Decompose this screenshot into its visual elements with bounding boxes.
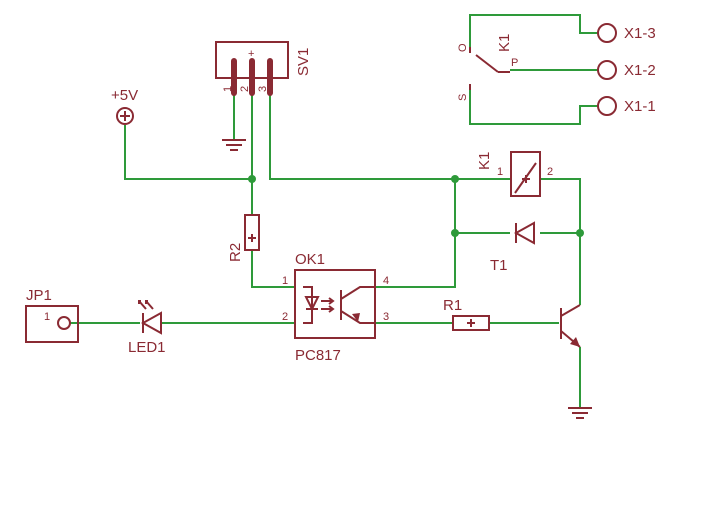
r2-plus-icon [248, 234, 256, 242]
k1-coil-plus-icon [522, 175, 530, 183]
jp1-label: JP1 [26, 287, 52, 304]
ok1-pin4-label: 4 [383, 275, 389, 287]
sv1-pin3-label: 3 [257, 86, 269, 92]
k1-contact-p-label: P [511, 57, 518, 69]
sv1-label: SV1 [295, 48, 312, 76]
ok1-body [294, 269, 376, 339]
jp1-body [25, 305, 79, 343]
pc817-label: PC817 [295, 347, 341, 364]
t1-label: T1 [490, 257, 508, 274]
wire-vcc [124, 125, 252, 180]
t1-emitter-arrow-icon [570, 337, 580, 347]
junctions [248, 175, 584, 237]
r1-label: R1 [443, 297, 462, 314]
k1-pin2-label: 2 [547, 166, 553, 178]
sv1-pin3-icon [267, 58, 273, 96]
wire-k1-s [469, 90, 598, 125]
relay-k1-coil: K1 1 2 [476, 151, 553, 197]
sv1-header: + 1 2 3 SV1 [215, 41, 312, 96]
diode-icon [513, 221, 535, 245]
sv1-plus-mark: + [248, 48, 254, 60]
x1-1-terminal-icon [597, 96, 617, 116]
ok1-phototransistor-icon [340, 286, 375, 324]
k1-pin1-label: 1 [497, 166, 503, 178]
transistor-t1: T1 [490, 257, 581, 348]
r1-plus-icon [467, 319, 475, 327]
vcc-label: +5V [111, 87, 138, 104]
x1-2-terminal-icon [597, 60, 617, 80]
wires [70, 14, 598, 408]
wire-sv1-pin3 [269, 95, 511, 180]
optocoupler-ok1: OK1 PC817 1 2 3 4 [282, 251, 389, 364]
vcc-plus-icon [120, 111, 130, 121]
resistor-r1: R1 [443, 297, 490, 331]
relay-k1-switch: K1 O P S [457, 34, 518, 101]
r2-label: R2 [227, 243, 244, 262]
junction-diode-right [576, 229, 584, 237]
ok1-label: OK1 [295, 251, 325, 268]
led1-label: LED1 [128, 339, 166, 356]
ok1-light-arrows-icon [321, 297, 335, 313]
k1-switch-label: K1 [496, 34, 513, 52]
junction-diode-left [451, 229, 459, 237]
k1-coil-label: K1 [476, 152, 493, 170]
sv1-pin1-icon [231, 58, 237, 96]
vcc-symbol [116, 107, 134, 125]
resistor-r2: R2 [227, 214, 260, 262]
sv1-pin2-label: 2 [239, 86, 251, 92]
x1-1-label: X1-1 [624, 98, 656, 115]
wire-k1-o [469, 14, 598, 47]
x1-3-label: X1-3 [624, 25, 656, 42]
wire-r2-ok1 [251, 250, 295, 288]
led-led1: LED1 [128, 300, 166, 356]
led1-body-icon [140, 311, 162, 335]
wire-bus-455 [375, 179, 456, 288]
terminal-x1: X1-3 X1-2 X1-1 [597, 23, 656, 116]
ground-icon [222, 139, 246, 151]
wire-coil-pin2 [540, 178, 581, 305]
k1-contact-s-label: S [457, 94, 469, 101]
r1-body [452, 315, 490, 331]
ok1-led-icon [303, 286, 320, 324]
junction-vcc [248, 175, 256, 183]
r2-body [244, 214, 260, 251]
x1-3-terminal-icon [597, 23, 617, 43]
led1-light-arrows-icon [138, 300, 154, 310]
diode-flyback [513, 221, 535, 245]
k1-coil-body [510, 151, 541, 197]
vcc-supply: +5V [111, 87, 138, 125]
ok1-pin3-label: 3 [383, 311, 389, 323]
ground-t1-icon [568, 407, 592, 419]
x1-2-label: X1-2 [624, 62, 656, 79]
t1-collector-icon [560, 304, 581, 317]
jp1-pin-icon [57, 316, 71, 330]
connector-jp1: JP1 1 [25, 287, 79, 343]
k1-switch-arm-icon [475, 54, 499, 73]
jp1-pin1-label: 1 [44, 311, 50, 323]
junction-coil-left [451, 175, 459, 183]
ok1-pin1-label: 1 [282, 275, 288, 287]
ok1-pin2-label: 2 [282, 311, 288, 323]
sv1-pin1-label: 1 [222, 86, 234, 92]
k1-contact-o-label: O [457, 43, 469, 52]
sv1-pin2-icon [249, 58, 255, 96]
